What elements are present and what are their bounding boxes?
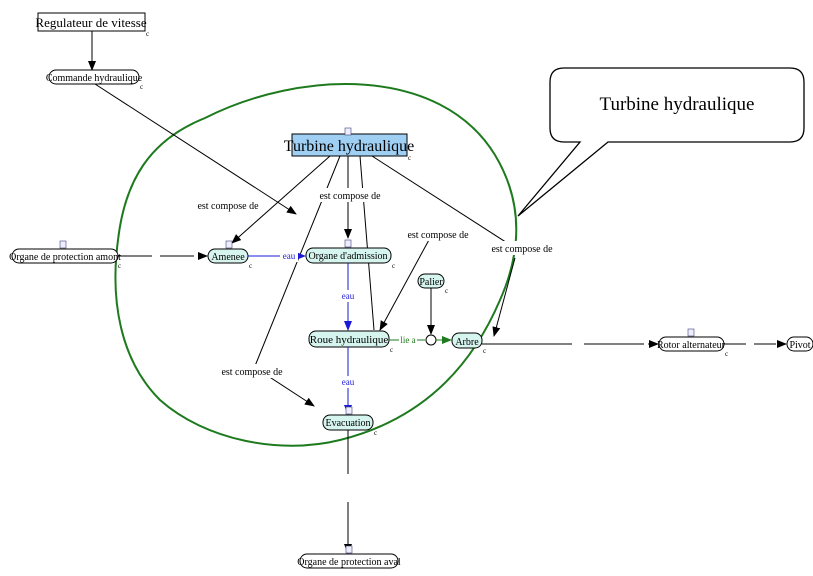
junction-node [425,334,437,346]
marker-c: c [118,262,121,270]
node-pivot-label: Pivot [789,340,810,351]
node-palier-label: Palier [419,277,443,288]
edge-compose-roue [359,155,375,331]
label-compose-4: est compose de [491,244,553,255]
label-eau-3: eau [342,377,355,387]
turbine-title: Turbine hydraulique [284,138,415,155]
node-protection-aval[interactable] [299,553,399,569]
node-roue-label: Roue hydraulique [310,334,389,346]
marker-c: c [374,429,377,437]
note-icon [345,545,353,554]
edge-compose-arbre [371,155,516,249]
note-icon [344,239,352,248]
edge-commande-admission [94,83,297,215]
node-roue[interactable] [308,330,390,348]
label-eau-1: eau [283,251,296,261]
note-icon [344,127,352,136]
node-amenee-label: Amenee [211,252,245,263]
node-evacuation-label: Evacuation [326,418,371,429]
node-protection-aval-label: Organe de protection aval [297,557,401,568]
marker-c: c [146,30,149,38]
note-icon [59,240,67,249]
label-compose-3: est compose de [407,230,469,241]
edge-compose-arbre-arrow [492,257,516,337]
note-icon [345,406,353,415]
marker-c: c [390,346,393,354]
edge-compose-amenee [231,155,331,244]
callout-text: Turbine hydraulique [600,94,755,115]
node-regulateur-label: Regulateur de vitesse [35,15,146,30]
node-rotor-label: Rotor alternateur [657,340,726,351]
node-commande-label: Commande hydraulique [46,73,143,84]
node-protection-amont-label: Organe de protection amont [9,252,121,263]
label-compose-5: est compose de [221,367,283,378]
marker-c: c [392,262,395,270]
node-pivot[interactable] [786,336,813,352]
label-compose-2: est compose de [319,191,381,202]
label-eau-2: eau [342,291,355,301]
note-icon [225,240,233,249]
node-commande[interactable] [48,69,140,85]
label-lie-a: lie a [400,335,415,345]
marker-c: c [249,262,252,270]
edge-compose-evacuation-arrow [267,375,315,407]
edge-compose-roue-arrow [379,237,431,331]
callout-bubble [517,67,805,217]
marker-c: c [140,83,143,91]
node-organe-admission-label: Organe d'admission [308,251,387,262]
marker-c: c [445,287,448,295]
note-icon [687,328,695,337]
marker-c: c [408,154,411,162]
label-compose-1: est compose de [197,201,259,212]
marker-c: c [483,347,486,355]
node-arbre[interactable] [451,332,483,349]
node-arbre-label: Arbre [455,337,479,348]
marker-c: c [725,350,728,358]
